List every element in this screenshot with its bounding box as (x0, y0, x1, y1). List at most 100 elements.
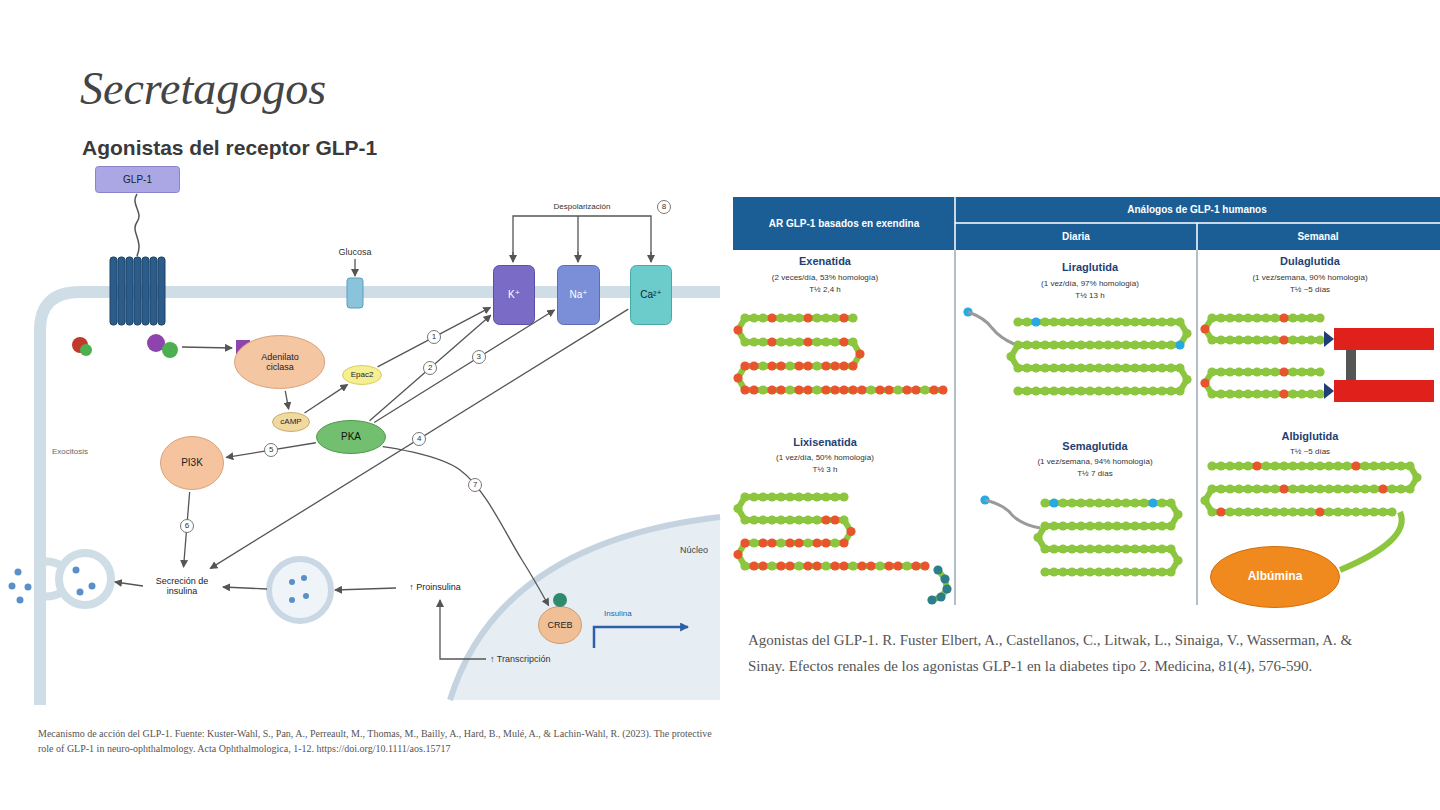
amino-acid-bead (776, 561, 785, 570)
arrow-tip (577, 252, 578, 262)
amino-acid-bead (803, 385, 812, 394)
amino-acid-bead (776, 515, 785, 524)
ligand-box: GLP-1 (95, 166, 180, 193)
amino-acid-bead (1412, 473, 1421, 482)
amino-acid-bead (1049, 317, 1058, 326)
amino-acid-bead (1085, 317, 1094, 326)
receptor-helix (158, 257, 165, 325)
amino-acid-bead (1306, 367, 1315, 376)
amino-acid-bead (821, 538, 830, 547)
amino-acid-bead (1288, 389, 1297, 398)
amino-acid-bead (1261, 389, 1270, 398)
amino-acid-bead (1058, 340, 1067, 349)
amino-acid-bead (767, 538, 776, 547)
amino-acid-bead (794, 561, 803, 570)
amino-acid-bead (1121, 521, 1130, 530)
amino-acid-bead (911, 385, 920, 394)
gene-label: Insulina (604, 609, 632, 619)
amino-acid-bead (740, 561, 749, 570)
amino-acid-bead (1306, 461, 1315, 470)
amino-acid-bead (1234, 484, 1243, 493)
ligand-tail (135, 194, 139, 256)
amino-acid-bead (893, 385, 902, 394)
node-label: Secreción de insulina (147, 576, 217, 597)
node-fill (343, 366, 382, 385)
amino-acid-bead (1243, 461, 1252, 470)
amino-acid-bead (1085, 363, 1094, 372)
amino-acid-bead (1288, 335, 1297, 344)
amino-acid-bead (1216, 484, 1225, 493)
amino-acid-bead (1040, 498, 1049, 507)
drug-name: Lixisenatida (793, 436, 857, 449)
amino-acid-bead (1040, 363, 1049, 372)
amino-acid-bead (785, 515, 794, 524)
amino-acid-bead (812, 313, 821, 322)
amino-acid-bead (1076, 317, 1085, 326)
amino-acid-bead (1261, 335, 1270, 344)
amino-acid-bead (1333, 484, 1342, 493)
amino-acid-bead (1094, 386, 1103, 395)
amino-acid-bead (803, 492, 812, 501)
amino-acid-bead (1094, 317, 1103, 326)
amino-acid-bead (785, 313, 794, 322)
amino-acid-bead (1369, 507, 1378, 516)
amino-acid-bead (1297, 335, 1306, 344)
amino-acid-bead (794, 538, 803, 547)
drug-name: Exenatida (799, 255, 851, 268)
slide-subtitle: Agonistas del receptor GLP-1 (82, 135, 377, 160)
amino-acid-bead (1139, 544, 1148, 553)
amino-acid-bead (1031, 317, 1040, 326)
amino-acid-bead (1360, 484, 1369, 493)
amino-acid-bead (911, 561, 920, 570)
process-label: ↑ Transcripción (490, 654, 551, 665)
drug-name: Liraglutida (1062, 261, 1118, 274)
amino-acid-bead (821, 492, 830, 501)
drug-detail: T½ 3 h (813, 465, 838, 475)
receptor-helix (134, 257, 141, 325)
amino-acid-bead (758, 361, 767, 370)
amino-acid-bead (749, 361, 758, 370)
amino-acid-bead (1112, 363, 1121, 372)
node-fill (539, 607, 582, 644)
amino-acid-bead (1049, 340, 1058, 349)
amino-acid-bead (740, 385, 749, 394)
amino-acid-bead (866, 561, 875, 570)
ion-channel: K⁺ (493, 265, 535, 325)
amino-acid-bead (1234, 367, 1243, 376)
amino-acid-bead (1297, 313, 1306, 322)
amino-acid-bead (1076, 544, 1085, 553)
table-rule (955, 250, 1197, 605)
amino-acid-bead (1006, 352, 1015, 361)
amino-acid-bead (1148, 386, 1157, 395)
g-protein (162, 342, 178, 358)
amino-acid-bead (1207, 461, 1216, 470)
amino-acid-bead (794, 337, 803, 346)
callout-number: 3 (472, 350, 486, 364)
node-fill (558, 266, 600, 325)
table-header: Análogos de GLP-1 humanos (1127, 204, 1266, 216)
amino-acid-bead (1297, 507, 1306, 516)
node-label: K⁺ (508, 289, 520, 301)
node-fill (1211, 547, 1340, 608)
drug-detail: T½ 7 días (1077, 469, 1113, 479)
amino-acid-bead (1112, 498, 1121, 507)
amino-acid-bead (1148, 567, 1157, 576)
amino-acid-bead (846, 527, 855, 536)
amino-acid-bead (1405, 461, 1414, 470)
amino-acid-bead (830, 515, 839, 524)
amino-acid-bead (1288, 313, 1297, 322)
callout-number: 4 (412, 432, 426, 446)
amino-acid-bead (776, 385, 785, 394)
table-rule (955, 197, 1440, 250)
amino-acid-bead (1279, 507, 1288, 516)
amino-acid-bead (1360, 507, 1369, 516)
amino-acid-bead (1085, 567, 1094, 576)
amino-acid-bead (1279, 313, 1288, 322)
amino-acid-bead (1279, 389, 1288, 398)
amino-acid-bead (1315, 389, 1324, 398)
amino-acid-bead (1207, 484, 1216, 493)
amino-acid-bead (1013, 386, 1022, 395)
amino-acid-bead (1049, 363, 1058, 372)
peptide-backbone (1011, 322, 1187, 391)
